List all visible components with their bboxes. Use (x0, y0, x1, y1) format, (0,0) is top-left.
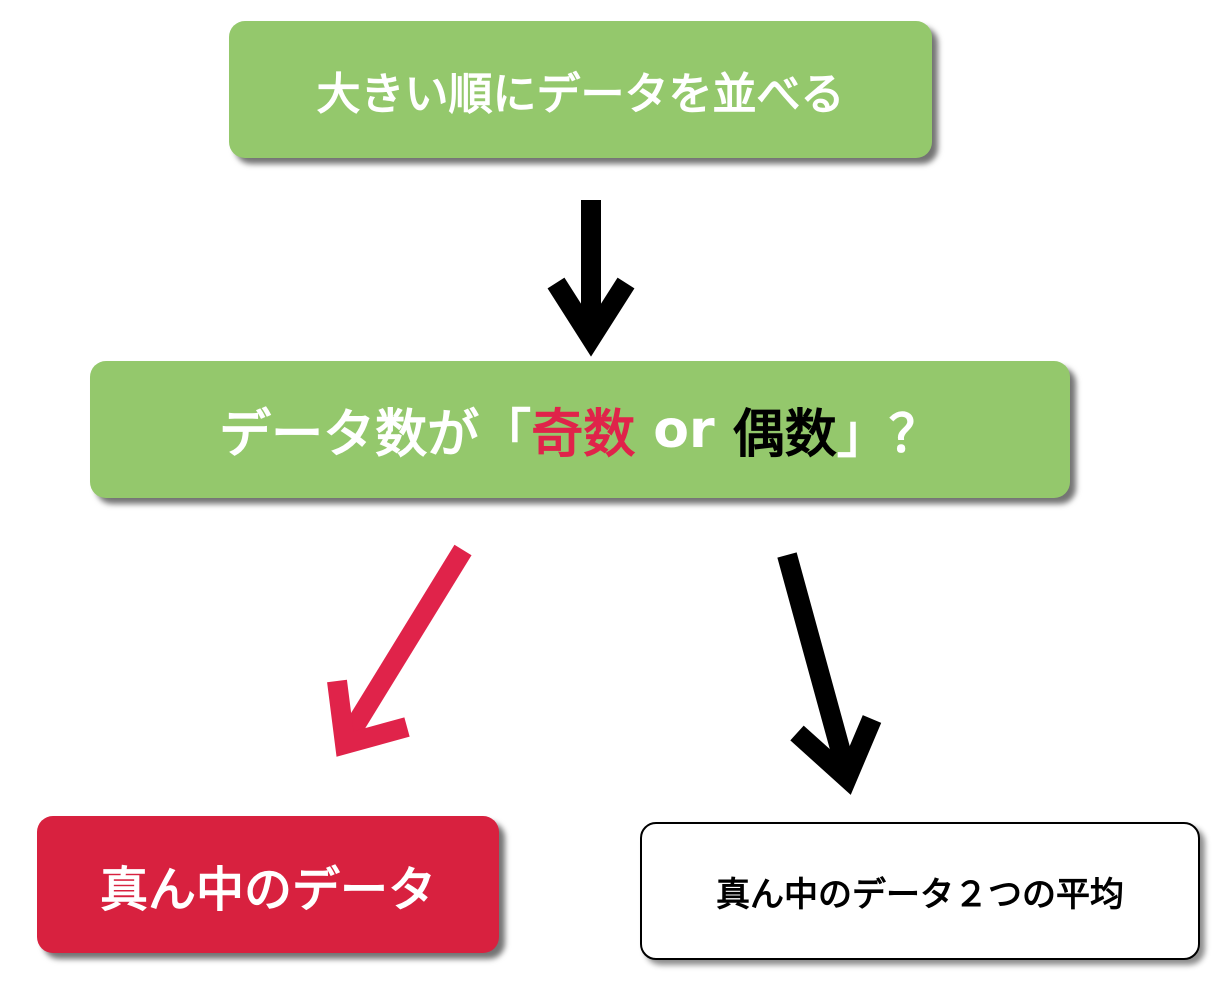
decision-prefix: データ数が「 (219, 405, 532, 465)
decision-even-label: 偶数 (732, 405, 837, 465)
decision-or-label: or (635, 399, 733, 460)
decision-suffix: 」？ (836, 405, 941, 465)
even-result-box: 真ん中のデータ２つの平均 (640, 822, 1200, 960)
arrow-down-black (547, 200, 635, 357)
decision-odd-label: 奇数 (531, 405, 636, 465)
arrow-odd-red (327, 544, 472, 757)
odd-result-label: 真ん中のデータ (99, 861, 436, 918)
even-result-label: 真ん中のデータ２つの平均 (716, 874, 1124, 915)
sort-step-box: 大きい順にデータを並べる (229, 21, 932, 158)
arrow-even-black (777, 552, 882, 795)
sort-step-label: 大きい順にデータを並べる (316, 68, 845, 120)
decision-box: データ数が「奇数 or 偶数」？ (90, 361, 1070, 498)
odd-result-box: 真ん中のデータ (37, 816, 499, 953)
